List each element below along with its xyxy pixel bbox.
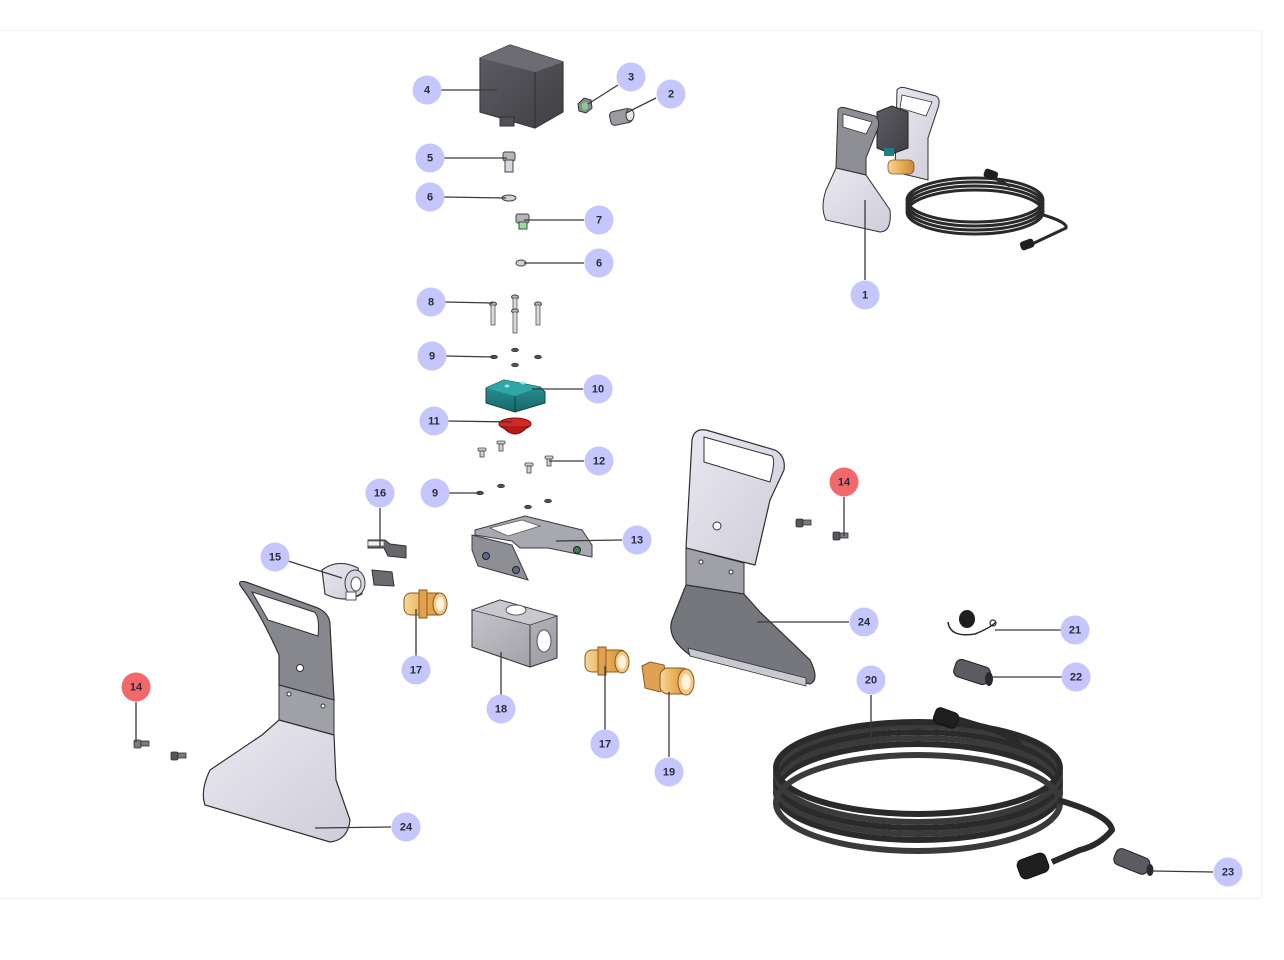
part-brass-nipple-left: [403, 589, 448, 619]
callout-circle[interactable]: [850, 280, 880, 310]
callout-12[interactable]: 12: [584, 446, 614, 476]
callout-3[interactable]: 3: [616, 62, 646, 92]
part-quick-coupler: [641, 661, 695, 696]
callout-circle[interactable]: [616, 62, 646, 92]
part-dust-cap: [947, 610, 997, 636]
callout-11[interactable]: 11: [419, 406, 449, 436]
leader-24a: [314, 826, 392, 829]
callout-circle[interactable]: [849, 607, 879, 637]
callout-circle[interactable]: [584, 446, 614, 476]
part-long-screws: [489, 294, 542, 334]
callout-circle[interactable]: [583, 374, 613, 404]
part-connector-male: [1113, 848, 1154, 876]
part-short-screws: [477, 440, 554, 474]
part-complete-assembly: [822, 86, 1068, 251]
leader-8: [444, 301, 494, 304]
callout-17[interactable]: 17: [590, 729, 620, 759]
part-manifold-block: [470, 599, 559, 668]
callout-15[interactable]: 15: [260, 542, 290, 572]
callout-5[interactable]: 5: [415, 143, 445, 173]
callout-8[interactable]: 8: [416, 287, 446, 317]
callout-circle[interactable]: [829, 467, 859, 497]
callout-14-highlighted[interactable]: 14: [121, 672, 151, 702]
callout-circle[interactable]: [622, 525, 652, 555]
callout-circle[interactable]: [416, 287, 446, 317]
callout-1[interactable]: 1: [850, 280, 880, 310]
part-connector-female: [953, 658, 993, 686]
part-elbow-fitting: [515, 213, 530, 230]
leader-23: [1151, 870, 1214, 873]
callout-16[interactable]: 16: [365, 478, 395, 508]
callout-18[interactable]: 18: [486, 694, 516, 724]
leader-13: [555, 539, 623, 542]
callout-circle[interactable]: [1213, 857, 1243, 887]
callout-21[interactable]: 21: [1060, 615, 1090, 645]
part-switch-housing: [479, 44, 564, 129]
callout-6[interactable]: 6: [415, 182, 445, 212]
leader-15: [287, 560, 343, 579]
leader-6a: [443, 196, 507, 199]
callout-circle[interactable]: [656, 79, 686, 109]
part-stand-plate-right: [670, 429, 816, 687]
callout-circle[interactable]: [419, 406, 449, 436]
part-lock-nut: [577, 97, 593, 114]
callout-13[interactable]: 13: [622, 525, 652, 555]
callout-7[interactable]: 7: [584, 205, 614, 235]
callout-circle[interactable]: [415, 182, 445, 212]
callout-circle[interactable]: [654, 757, 684, 787]
callout-circle[interactable]: [584, 205, 614, 235]
leader-3: [587, 84, 619, 105]
callout-circle[interactable]: [391, 812, 421, 842]
leader-2: [625, 97, 657, 114]
leader-11: [447, 420, 513, 423]
callout-circle[interactable]: [1061, 662, 1091, 692]
callout-22[interactable]: 22: [1061, 662, 1091, 692]
callout-20[interactable]: 20: [856, 665, 886, 695]
callout-2[interactable]: 2: [656, 79, 686, 109]
part-stand-plate-left: [202, 580, 351, 843]
leader-9a: [445, 355, 494, 358]
part-washers-lower: [476, 483, 552, 510]
callout-23[interactable]: 23: [1213, 857, 1243, 887]
callout-circle[interactable]: [1060, 615, 1090, 645]
part-clamp-clip: [367, 539, 407, 559]
part-bolts-right: [795, 518, 849, 541]
part-extension-cable: [773, 707, 1116, 880]
callout-circle[interactable]: [590, 729, 620, 759]
callout-9[interactable]: 9: [420, 478, 450, 508]
part-brass-nipple-right: [584, 646, 630, 676]
callout-circle[interactable]: [401, 655, 431, 685]
part-bolts-left: [133, 739, 187, 761]
callout-circle[interactable]: [417, 341, 447, 371]
part-threaded-adapter: [502, 151, 516, 173]
callout-14-highlighted[interactable]: 14: [829, 467, 859, 497]
callout-circle[interactable]: [486, 694, 516, 724]
callout-circle[interactable]: [856, 665, 886, 695]
callout-circle[interactable]: [415, 143, 445, 173]
callout-10[interactable]: 10: [583, 374, 613, 404]
part-hose-clamp: [321, 562, 395, 601]
callout-24[interactable]: 24: [849, 607, 879, 637]
callout-4[interactable]: 4: [412, 75, 442, 105]
leader-lines: [135, 84, 1214, 873]
part-sensor-block: [485, 379, 546, 413]
callout-19[interactable]: 19: [654, 757, 684, 787]
callout-circle[interactable]: [412, 75, 442, 105]
callout-circle[interactable]: [420, 478, 450, 508]
part-diaphragm-seal: [498, 417, 532, 435]
callout-circle[interactable]: [365, 478, 395, 508]
callout-9[interactable]: 9: [417, 341, 447, 371]
callout-6[interactable]: 6: [584, 248, 614, 278]
callout-circle[interactable]: [260, 542, 290, 572]
callout-circle[interactable]: [121, 672, 151, 702]
part-washers-upper: [490, 347, 542, 368]
part-mounting-bracket: [471, 515, 593, 581]
callout-24[interactable]: 24: [391, 812, 421, 842]
callout-circle[interactable]: [584, 248, 614, 278]
callout-17[interactable]: 17: [401, 655, 431, 685]
